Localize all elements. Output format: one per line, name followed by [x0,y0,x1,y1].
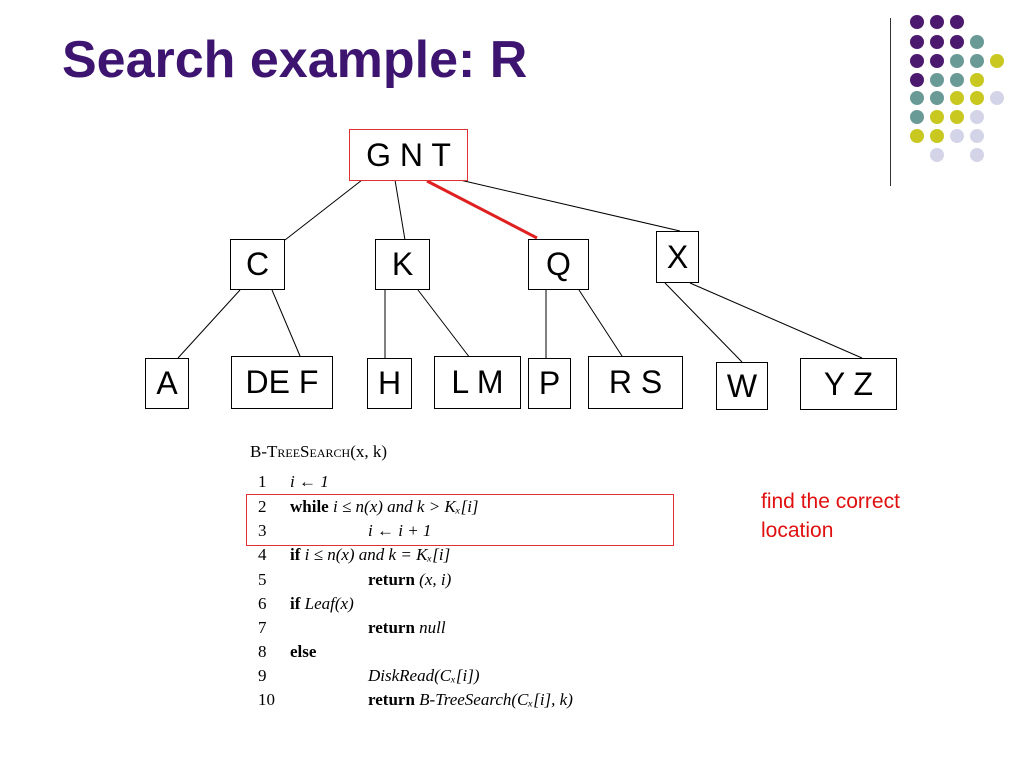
tree-node-x: X [656,231,699,283]
algorithm-line: 10 return B-TreeSearch(Cₓ[i], k) [250,690,573,712]
statement-text: B-TreeSearch(Cₓ[i], k) [414,690,573,709]
algorithm-name: TreeSearch [267,442,351,461]
edge-x-w [664,282,743,363]
tree-node-p: P [528,358,571,409]
edge-root-k [394,179,406,241]
edge-root-q-highlight [426,179,538,240]
statement-text: i ← i + 1 [368,521,432,540]
edge-x-yz [689,282,863,359]
algorithm-line: 8 else [250,642,316,664]
line-number: 9 [258,666,267,685]
statement-text: DiskRead(Cₓ[i]) [368,666,480,685]
tree-node-k: K [375,239,430,290]
tree-node-h: H [367,358,412,409]
algorithm-line: 3 i ← i + 1 [250,521,431,543]
tree-node-yz: Y Z [800,358,897,410]
tree-node-root: G N T [349,129,468,181]
slide-title: Search example: R [62,31,528,89]
line-number: 7 [258,618,267,637]
keyword: while [290,497,329,516]
edge-c-def [271,289,301,357]
decorative-divider [890,18,891,186]
algorithm-line: 5 return (x, i) [250,570,451,592]
tree-node-c: C [230,239,285,290]
line-number: 2 [258,497,267,516]
edge-q-rs [578,289,623,357]
algorithm-line: 2 while i ≤ n(x) and k > Kₓ[i] [250,497,479,519]
line-number: 4 [258,545,267,564]
algorithm-line: 1 i ← 1 [250,472,329,494]
annotation-note: find the correct location [761,487,900,545]
statement-text: (x, i) [414,570,452,589]
algorithm-line: 6 if Leaf(x) [250,594,354,616]
keyword: else [290,642,317,661]
keyword: return [368,570,415,589]
edge-c-a [177,289,241,359]
keyword: return [368,690,415,709]
highlight-box-loop [246,494,674,546]
line-number: 6 [258,594,267,613]
statement-text: null [414,618,446,637]
edge-root-x [459,179,681,232]
algorithm-line: 4 if i ≤ n(x) and k = Kₓ[i] [250,545,450,567]
tree-node-q: Q [528,239,589,290]
keyword: if [290,545,301,564]
statement-text: Leaf(x) [300,594,354,613]
tree-node-w: W [716,362,768,410]
statement-text: i ≤ n(x) and k = Kₓ[i] [300,545,451,564]
tree-node-def: DE F [231,356,333,409]
algorithm-name-prefix: B- [250,442,267,461]
algorithm-title: B-TreeSearch(x, k) [250,442,387,462]
line-number: 10 [258,690,275,709]
edge-k-lm [417,289,471,359]
line-number: 5 [258,570,267,589]
keyword: return [368,618,415,637]
tree-node-lm: L M [434,356,521,409]
line-number: 1 [258,472,267,491]
tree-node-rs: R S [588,356,683,409]
edge-root-c [284,179,363,241]
statement-text: i ≤ n(x) and k > Kₓ[i] [328,497,479,516]
line-number: 8 [258,642,267,661]
annotation-line-2: location [761,519,834,542]
algorithm-line: 9 DiskRead(Cₓ[i]) [250,666,480,688]
line-number: 3 [258,521,267,540]
tree-node-a: A [145,358,189,409]
algorithm-args: (x, k) [350,442,388,461]
statement-text: i ← 1 [290,472,329,491]
keyword: if [290,594,301,613]
algorithm-line: 7 return null [250,618,446,640]
annotation-line-1: find the correct [761,490,900,513]
